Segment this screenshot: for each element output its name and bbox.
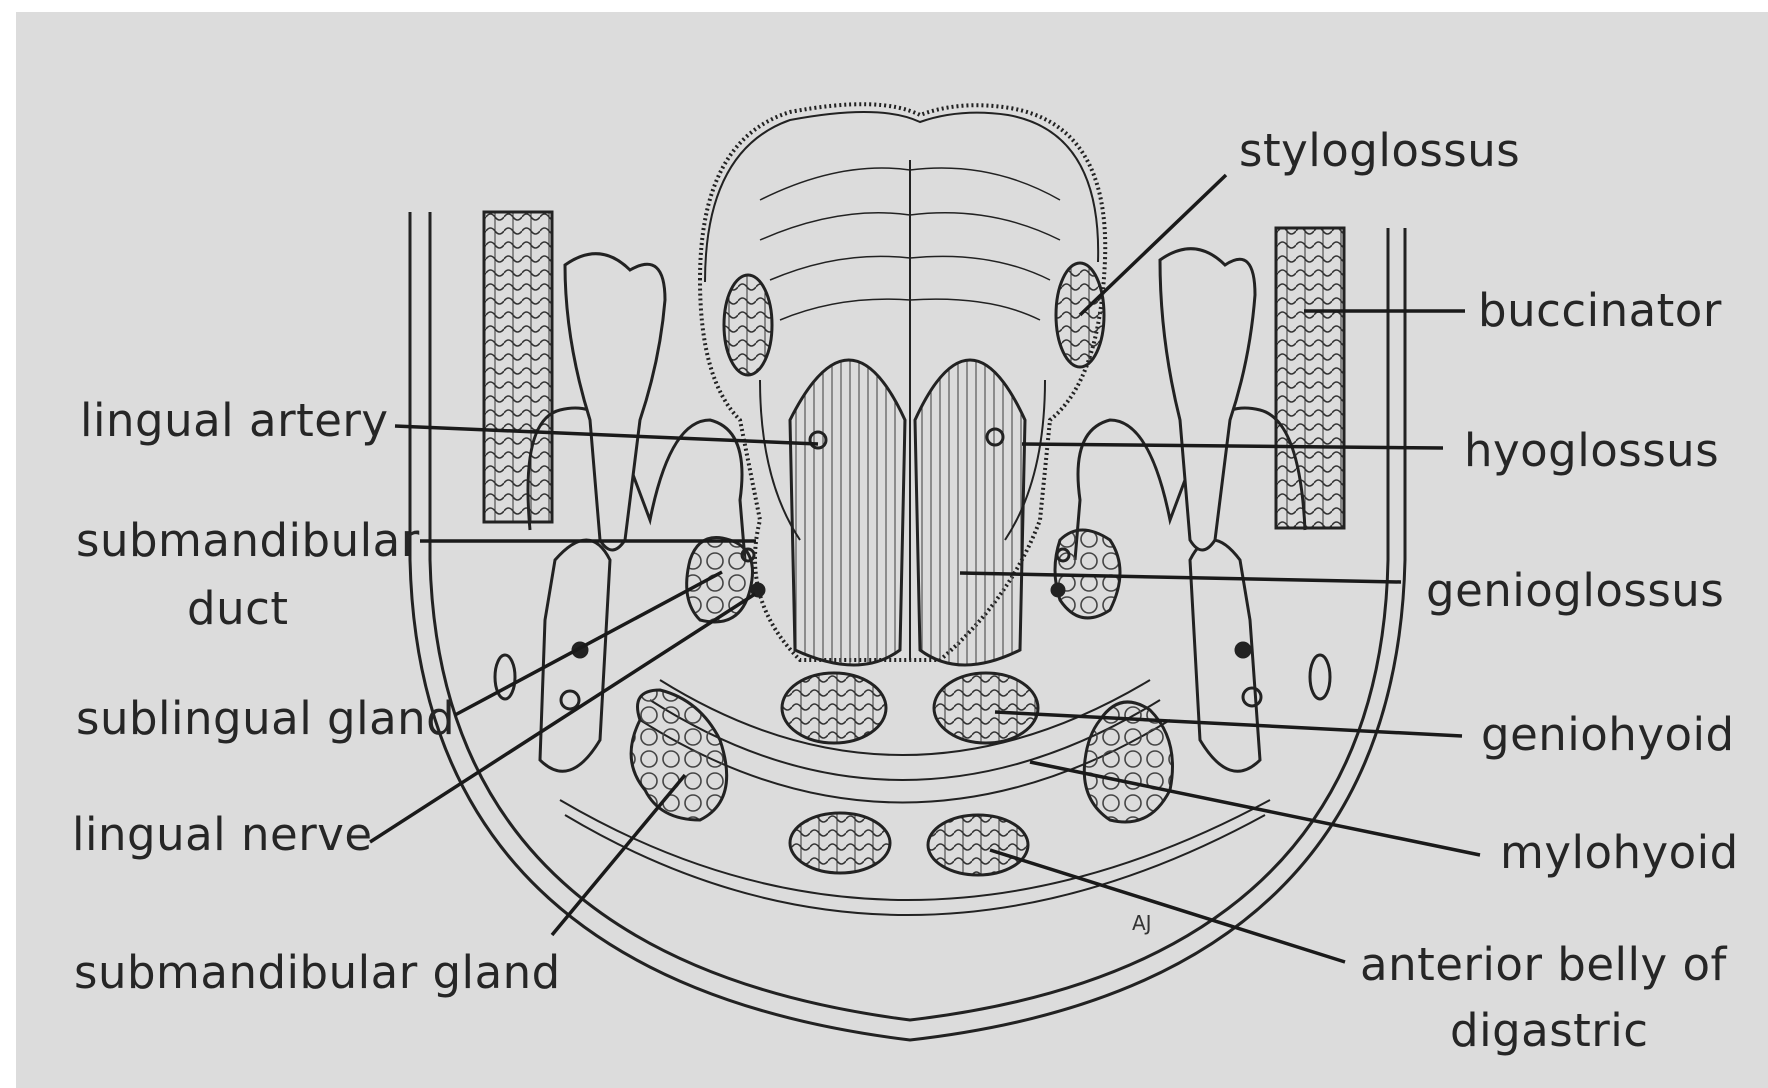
leader-submandibular-gland xyxy=(552,775,685,935)
label-lingual-nerve: lingual nerve xyxy=(72,812,373,857)
genioglossus-left xyxy=(790,360,905,665)
geniohyoid-left xyxy=(782,673,886,743)
label-anterior-belly-line2: digastric xyxy=(1450,1008,1649,1053)
label-styloglossus: styloglossus xyxy=(1239,128,1520,173)
tooth-left xyxy=(565,254,665,550)
styloglossus-left xyxy=(724,275,772,375)
leader-genioglossus xyxy=(960,573,1401,582)
digastric-right xyxy=(928,815,1028,875)
label-geniohyoid: geniohyoid xyxy=(1481,712,1735,757)
label-submandibular-duct-line2: duct xyxy=(187,586,288,631)
genioglossus-right xyxy=(915,360,1025,665)
label-submandibular-duct-line1: submandibular xyxy=(76,518,420,563)
label-anterior-belly-line1: anterior belly of xyxy=(1360,942,1727,987)
label-buccinator: buccinator xyxy=(1478,288,1722,333)
geniohyoid-right xyxy=(934,673,1038,743)
vessel-right xyxy=(1310,655,1330,699)
buccinator-left xyxy=(484,212,552,522)
label-mylohyoid: mylohyoid xyxy=(1500,830,1739,875)
leader-geniohyoid xyxy=(995,712,1462,736)
label-lingual-artery: lingual artery xyxy=(80,398,389,443)
label-hyoglossus: hyoglossus xyxy=(1464,428,1719,473)
leader-hyoglossus xyxy=(1022,444,1443,448)
mandible-body-right xyxy=(1190,540,1260,771)
label-submandibular-gland: submandibular gland xyxy=(74,950,561,995)
buccinator-right xyxy=(1276,228,1344,528)
artist-initials: AJ xyxy=(1132,911,1152,935)
label-genioglossus: genioglossus xyxy=(1426,568,1724,613)
lingual-nerve-right xyxy=(1052,584,1064,596)
digastric-left xyxy=(790,813,890,873)
label-sublingual-gland: sublingual gland xyxy=(76,696,455,741)
